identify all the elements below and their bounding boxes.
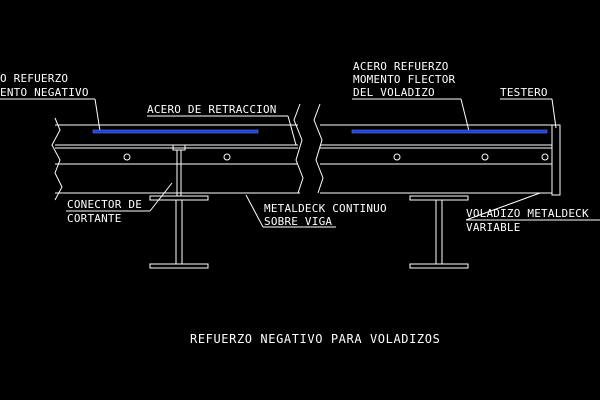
label-refuerzo-voladizo-1: ACERO REFUERZO [353,60,449,73]
testero-plate [551,124,561,196]
label-refuerzo-negativo-1: O REFUERZO [0,72,68,85]
leader-refuerzo-voladizo [460,98,470,132]
beam-bottom-flange [409,263,469,269]
deck-hole [223,153,231,161]
label-voladizo-1: VOLADIZO METALDECK [466,207,589,220]
label-testero: TESTERO [500,86,548,99]
cantilever-moment-rebar [351,129,548,134]
label-voladizo-2: VARIABLE [466,221,521,234]
leader-voladizo [465,192,541,221]
negative-moment-rebar [92,129,259,134]
drawing-title: REFUERZO NEGATIVO PARA VOLADIZOS [190,332,440,346]
deck-hole [481,153,489,161]
left-break-line [51,117,63,201]
right-slab [320,124,561,196]
label-metaldeck-2: SOBRE VIGA [264,215,332,228]
deck-hole [393,153,401,161]
deck-holes [123,153,549,161]
middle-break-line-a [293,103,304,194]
leader-testero [551,98,557,129]
label-acero-retraccion: ACERO DE RETRACCION [147,103,277,116]
shear-connector [172,144,186,196]
deck-hole [541,153,549,161]
label-refuerzo-negativo-2: ENTO NEGATIVO [0,86,89,99]
leader-lines [0,98,600,228]
left-slab [51,103,324,201]
leader-refuerzo-negativo [94,98,101,132]
connector-head [172,144,186,151]
label-refuerzo-voladizo-2: MOMENTO FLECTOR [353,73,456,86]
beam-bottom-flange [149,263,209,269]
reinforcement-bars [92,129,548,134]
label-conector-2: CORTANTE [67,212,122,225]
label-metaldeck-1: METALDECK CONTINUO [264,202,387,215]
beam-top-flange [149,195,209,201]
leader-conector [149,182,173,212]
leader-acero-retraccion [287,115,297,146]
deck-hole [123,153,131,161]
label-conector-1: CONECTOR DE [67,198,142,211]
leader-metaldeck [245,194,264,228]
right-steel-beam [409,195,469,269]
annotation-labels: O REFUERZO ENTO NEGATIVO ACERO DE RETRAC… [0,60,589,346]
middle-break-line-b [313,103,324,194]
label-refuerzo-voladizo-3: DEL VOLADIZO [353,86,435,99]
beam-top-flange [409,195,469,201]
left-steel-beam [149,195,209,269]
